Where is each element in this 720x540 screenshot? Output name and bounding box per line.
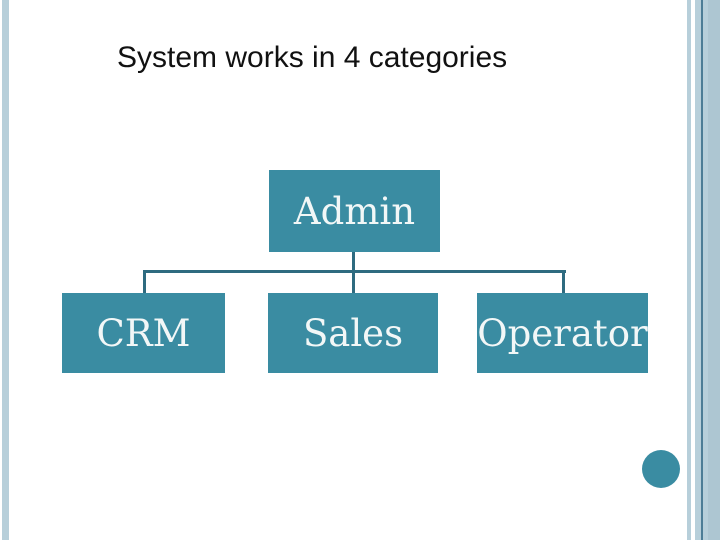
org-node-crm-label: CRM [96, 311, 191, 355]
right-accent-stripe-1 [687, 0, 691, 540]
connector-vertical-left [143, 270, 146, 293]
slide-title: System works in 4 categories [117, 41, 508, 74]
left-accent-stripe [2, 0, 9, 540]
org-node-crm: CRM [62, 293, 225, 373]
right-accent-stripe-dark-line [701, 0, 703, 540]
accent-circle-decoration [642, 450, 680, 488]
connector-horizontal [143, 270, 566, 273]
org-node-admin: Admin [269, 170, 440, 252]
right-accent-stripe-3 [703, 0, 708, 540]
org-node-sales: Sales [268, 293, 438, 373]
org-node-admin-label: Admin [293, 189, 416, 233]
right-accent-stripe-4 [708, 0, 720, 540]
right-accent-stripe-2 [695, 0, 701, 540]
org-node-sales-label: Sales [302, 311, 404, 355]
org-node-operator: Operator [477, 293, 648, 373]
org-node-operator-label: Operator [477, 311, 648, 355]
connector-vertical-right [562, 270, 565, 293]
